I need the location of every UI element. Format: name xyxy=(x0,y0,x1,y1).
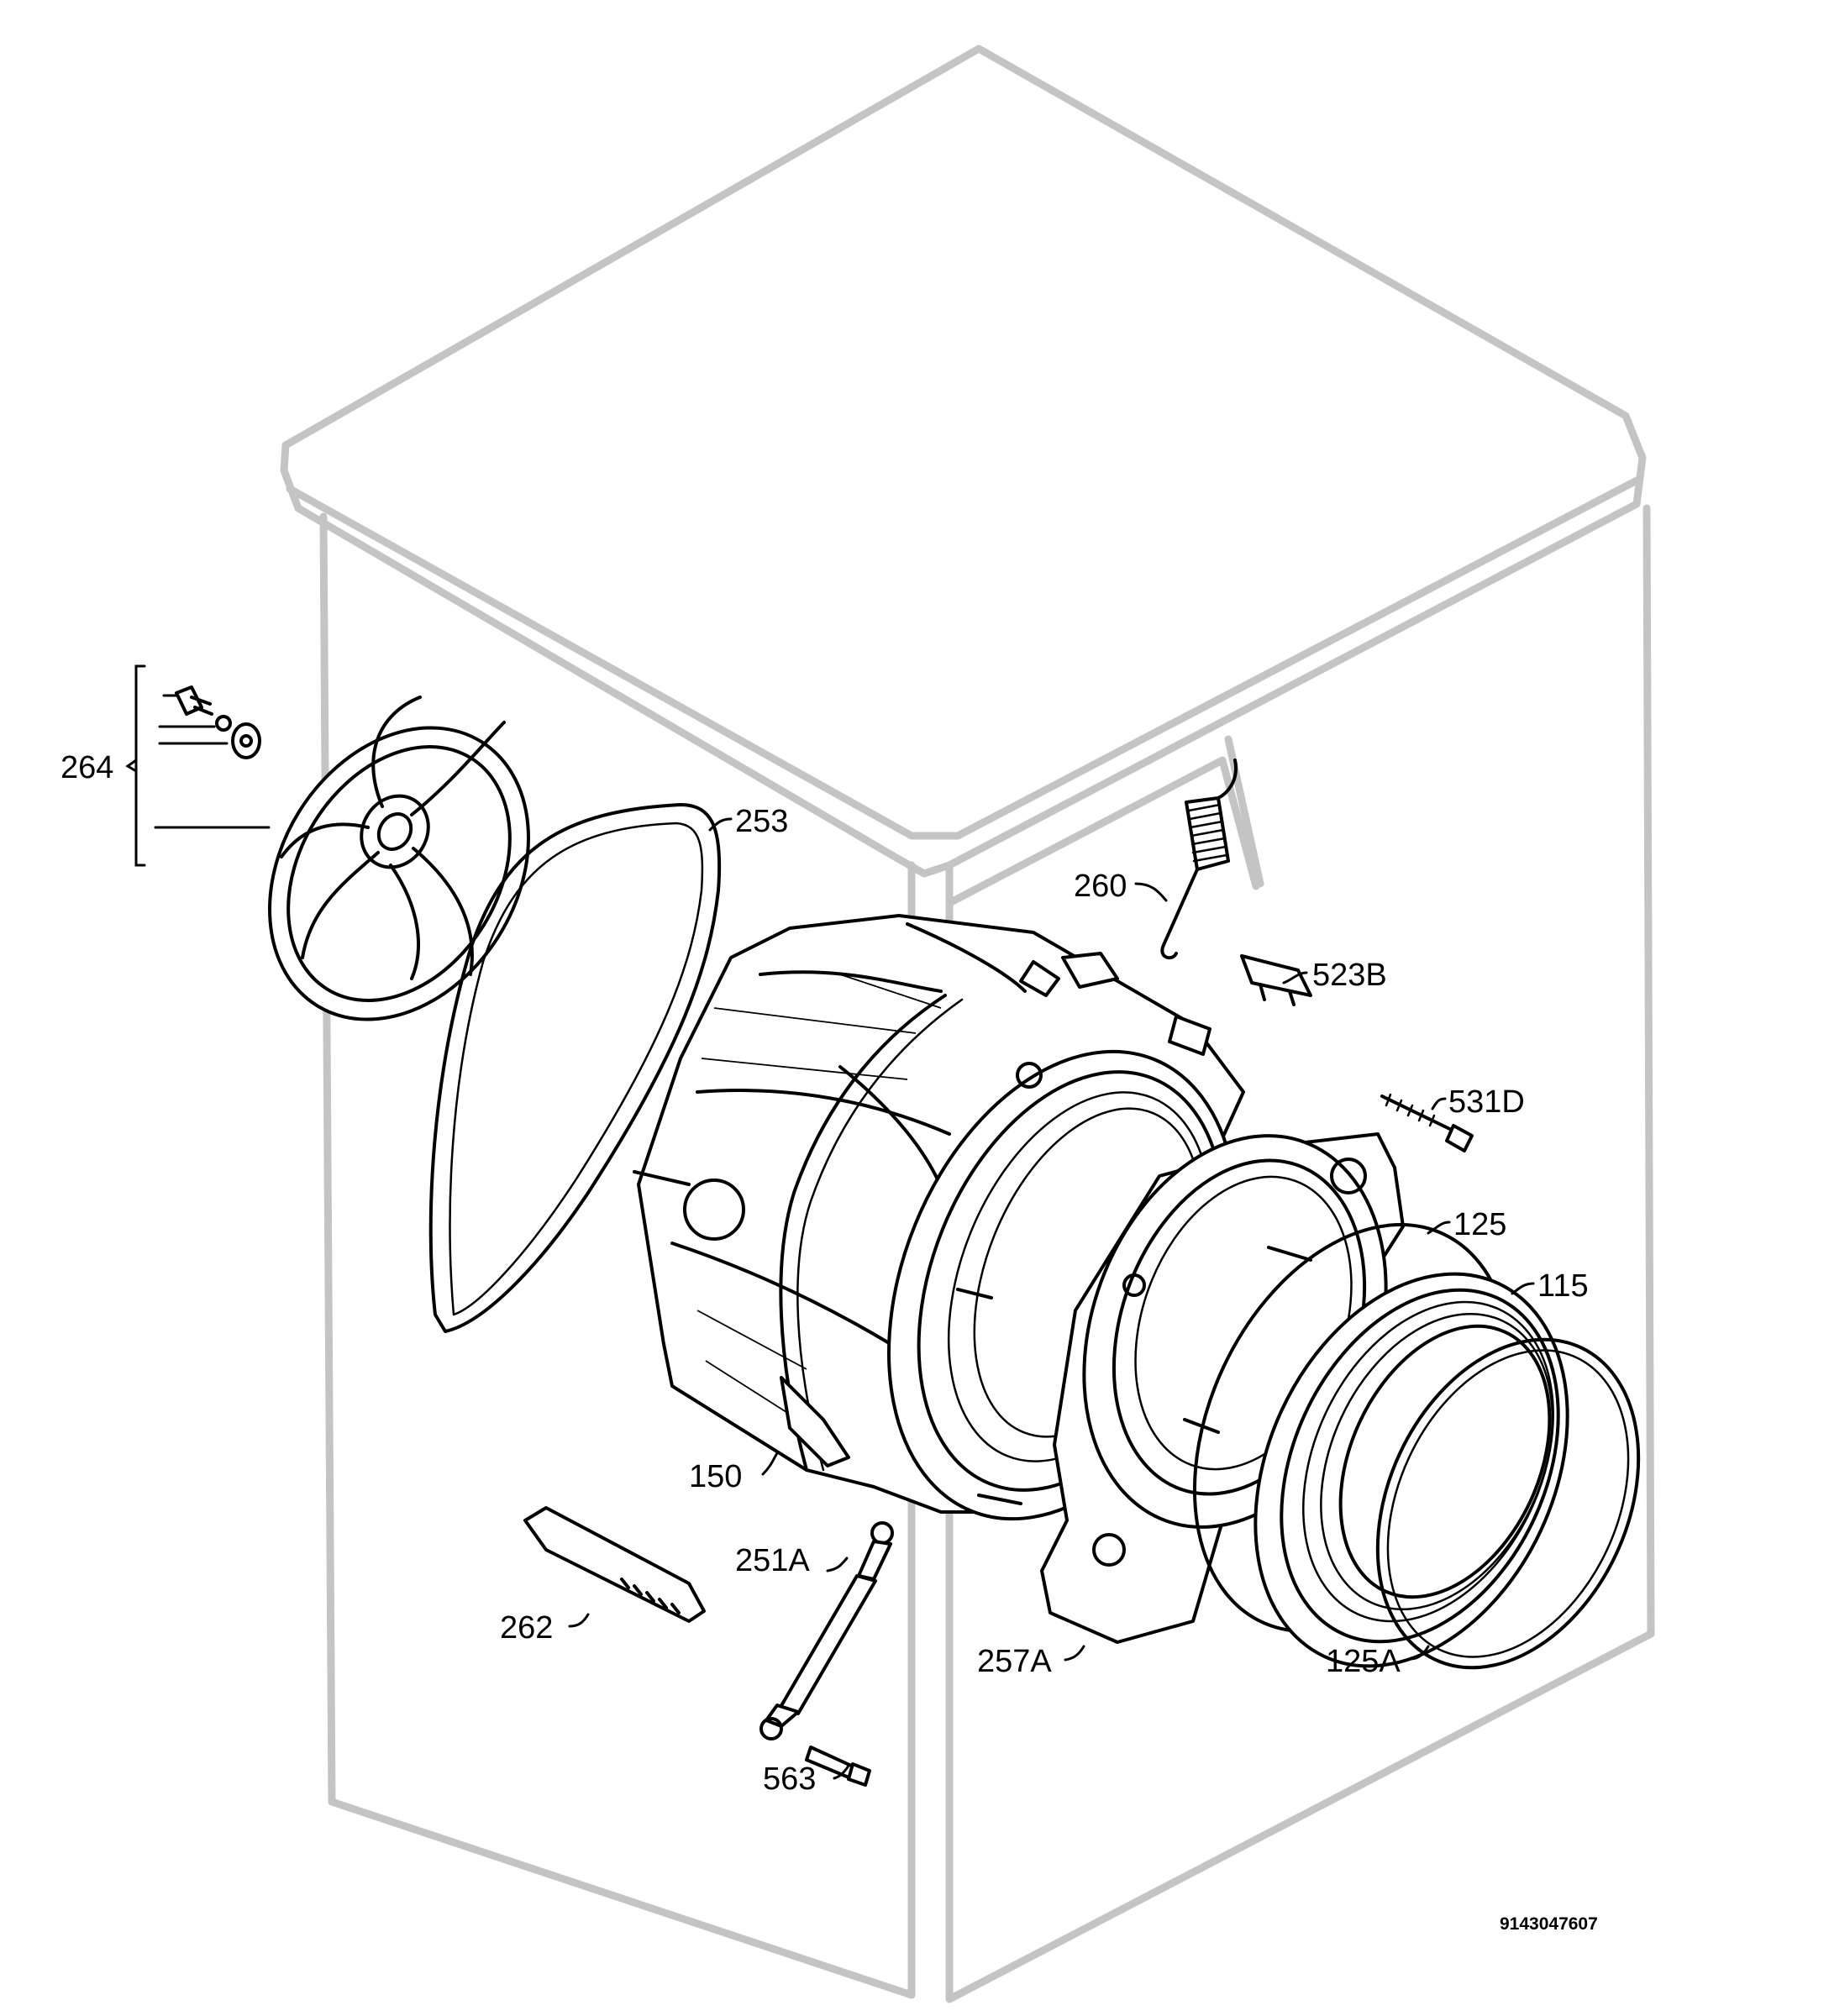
callout-150: 150 xyxy=(689,1459,742,1494)
pulley-bolt-264 xyxy=(175,685,261,759)
callout-262: 262 xyxy=(500,1610,553,1646)
callout-125A: 125A xyxy=(1326,1644,1401,1679)
callout-523B: 523B xyxy=(1312,958,1387,993)
leader-lines xyxy=(568,817,1535,1780)
clamp-ring-125A xyxy=(1375,1337,1641,1670)
callout-125: 125 xyxy=(1453,1207,1506,1242)
callout-257A: 257A xyxy=(977,1644,1052,1679)
callout-264: 264 xyxy=(60,750,113,785)
bracket-264 xyxy=(125,664,271,867)
callout-260: 260 xyxy=(1074,869,1127,904)
callout-531D: 531D xyxy=(1448,1084,1525,1120)
spring-260 xyxy=(1160,759,1238,960)
callout-253: 253 xyxy=(735,804,788,839)
shock-absorber-251A xyxy=(759,1521,894,1740)
connector-523B xyxy=(1240,954,1312,1006)
callout-251A: 251A xyxy=(735,1543,810,1578)
handle-262 xyxy=(523,1506,706,1623)
drive-belt-253 xyxy=(428,803,722,1333)
pulley-264 xyxy=(268,696,530,1021)
callout-115: 115 xyxy=(1537,1268,1589,1304)
screw-531D xyxy=(1380,1093,1474,1152)
callout-563: 563 xyxy=(763,1761,816,1797)
callout-labels: 264 253 260 523B 531D 125 115 150 251A 2… xyxy=(60,750,1598,1934)
door-gasket-115 xyxy=(1253,1272,1569,1668)
document-number: 9143047607 xyxy=(1500,1914,1598,1934)
